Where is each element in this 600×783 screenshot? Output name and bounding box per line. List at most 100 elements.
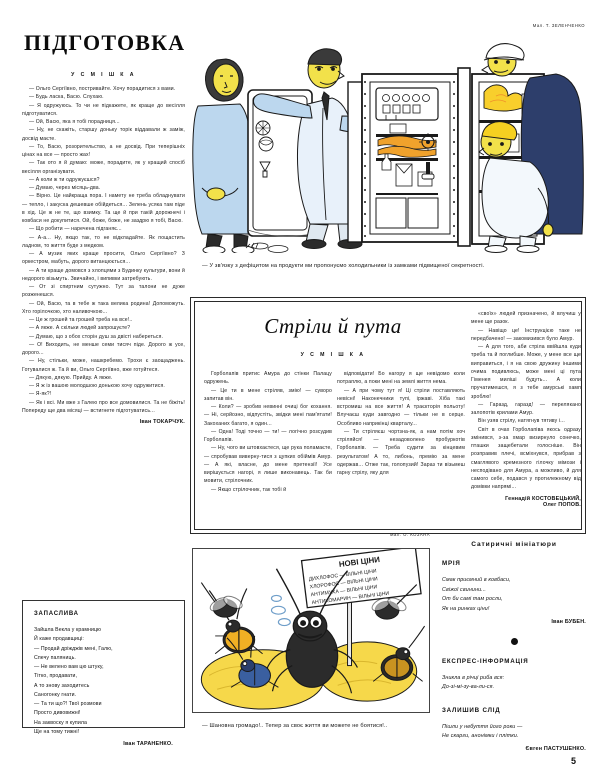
- page-title: ПІДГОТОВКА: [24, 30, 186, 55]
- refrigerator-cartoon-caption: — У зв'язку з дефіцитом на продукти ми п…: [202, 263, 485, 269]
- feature-column-2: відповідати! Бо нагору я ще невідомо кол…: [337, 370, 465, 477]
- poem-line: — Та ти що?! Твої розмови: [34, 701, 102, 707]
- miniature-signature: Іван БУБЕН.: [551, 618, 586, 625]
- miniature-title: ЗАЛИШИВ СЛІД: [442, 706, 501, 714]
- miniature-line: От би самі там росли,: [442, 596, 503, 603]
- paragraph: — Навіщо це! Інструкцією таке не передба…: [471, 327, 581, 342]
- miniatures-section-head: Сатиричні мініатюри: [471, 541, 557, 548]
- miniature-line: Зникла в річці риба вся:: [442, 674, 505, 681]
- paragraph: — Думаю, що з обох сторін душ за двісті …: [29, 333, 164, 340]
- feature-signature: Олег ПОПОВ.: [543, 502, 581, 508]
- poem-line: Саногонку гнати.: [34, 691, 77, 698]
- poem-line: — Продай дріжджів мені, Галю,: [34, 645, 113, 652]
- paragraph: — Ой, Васю, та в тебе ж така велика роди…: [22, 300, 185, 315]
- paragraph: — Ти стріляєш чортзна-як, а нам потім хо…: [337, 428, 465, 476]
- poem-signature: Іван ТАРАНЕНКО.: [123, 741, 173, 747]
- miniature-body: Смак приємний в ковбаси, Свіжої свинини..…: [442, 576, 586, 615]
- paragraph: — А для того, аби стріла ввійшла куди тр…: [471, 344, 581, 400]
- paragraph: — Ой, Васю, яка я тобі порадниця...: [29, 119, 120, 125]
- paragraph: Горболапів притис Амура до стінки Палацу…: [204, 371, 332, 386]
- paragraph: — Я ж із вашою молодшою донькою хочу одр…: [29, 383, 165, 389]
- miniature-line: Не скарги, анонімки і плітки.: [442, 733, 519, 740]
- poem-line: На заквоску я купила: [34, 719, 87, 726]
- refrigerator-cartoon: [190, 38, 586, 253]
- feature-column-1: Горболапів притис Амура до стінки Палацу…: [204, 370, 332, 494]
- miniature-body: Зникла в річці риба вся: До-зі-мі-зу-ва-л…: [442, 674, 586, 693]
- poem-line: Ще на тому тижні!: [34, 728, 80, 735]
- paragraph: — Будь ласка, Васю. Слухаю.: [29, 94, 104, 101]
- feature-title: Стріли й пута: [264, 314, 402, 338]
- section-divider-dot: [510, 637, 518, 645]
- paragraph: — Так ото я й думаю: може, порадите, як …: [22, 160, 185, 175]
- miniatures-list: МРІЯ Смак приємний в ковбаси, Свіжої свини…: [442, 560, 586, 752]
- miniature-item: ЕКСПРЕС-ІНФОРМАЦІЯ Зникла в річці риба вс…: [442, 658, 586, 693]
- miniature-title: ЕКСПРЕС-ІНФОРМАЦІЯ: [442, 657, 529, 665]
- paragraph: «своїх» людей призначено, й влучиш у мен…: [471, 311, 581, 326]
- paragraph: — Я-як?!: [29, 391, 52, 398]
- paragraph: — Думаю, через місяць-два.: [29, 185, 101, 191]
- poem-title: ЗАПАСЛИВА: [34, 611, 79, 617]
- poem-line: Спечу паляниць.: [34, 654, 76, 661]
- miniature-line: До-зі-мі-зу-ва-ли-ся.: [442, 684, 495, 691]
- miniature-line: Свіжої свинини...: [442, 586, 487, 593]
- feature-signature: Геннадій КОСТОВЕЦЬКИЙ,: [505, 496, 581, 502]
- miniature-signature: Євген ПАСТУШЕНКО.: [525, 746, 586, 752]
- miniature-line: Смак приємний в ковбаси,: [442, 577, 511, 583]
- paragraph: — Ну, чого ви штовхаєтеся, ще рука полам…: [204, 445, 332, 485]
- feature-signatures: Геннадій КОСТОВЕЦЬКИЙ,Олег ПОПОВ.: [471, 496, 581, 508]
- paragraph: — А коли ж ти одружуєшся?: [29, 176, 100, 183]
- paragraph: — А музик яких краще просити, Ольго Серг…: [22, 251, 185, 266]
- insects-cartoon-caption: — Шановна громадо!.. Тепер за своє життя…: [202, 723, 388, 729]
- spacer: [442, 693, 586, 707]
- paragraph: — Це ти в мене стріляв, змію! — суворо з…: [204, 387, 332, 402]
- poem-line: — Не велено вам цю штуку,: [34, 664, 104, 670]
- paragraph: Він узяв стрілу, натягнув тятиву і...: [478, 418, 565, 425]
- miniature-item: ЗАЛИШИВ СЛІД Пішли у небуття його роки — Н…: [442, 707, 586, 752]
- feature-column-3: «своїх» людей призначено, й влучиш у мен…: [471, 310, 581, 492]
- paragraph: — Ну, не скажіть, старшу доньку торік ві…: [22, 127, 185, 142]
- left-column-rubric: У С М І Ш К А: [71, 72, 136, 78]
- paragraph: — А при чому тут я! Ці стріли поставляют…: [337, 387, 465, 427]
- paragraph: — Що робити — наречена підганяє...: [29, 226, 122, 233]
- paragraph: — А якже. А скільки людей запрошуєте?: [29, 325, 131, 332]
- paragraph: — Як і всі. Ми вже з Галею про все домов…: [22, 399, 185, 414]
- paragraph: Світ в очах Горболапіва якось одразу змі…: [471, 426, 581, 491]
- poem-line: Просто дивовижні!: [34, 710, 81, 717]
- miniature-line: Як на ринках ціни!: [442, 605, 490, 612]
- feature-rubric: У С М І Ш К А: [300, 352, 366, 358]
- paragraph: — От зі спиртним сутужно. Тут за талони …: [22, 284, 185, 299]
- paragraph: — Дякую, дякую. Прийду. А якже.: [29, 374, 113, 381]
- miniature-item: МРІЯ Смак приємний в ковбаси, Свіжої свини…: [442, 560, 586, 625]
- paragraph: — Гаразд, гаразд! — перелякано залопотів…: [471, 401, 581, 416]
- paragraph: — Я одружуюсь. То чи не підкажете, як кр…: [22, 102, 185, 117]
- page-number: 5: [571, 756, 577, 766]
- paragraph: — Ну, стільки, може, нашкребемо. Трохи є…: [22, 358, 185, 373]
- top-illustration-credit: Мал. Т. ЗЕЛЕНЧЕНКО: [532, 23, 585, 28]
- bottom-illustration-credit: Мал. О. КОЗАНА: [389, 532, 430, 537]
- paragraph: — Одна! Тоді точно — ти! — логічно розсу…: [204, 428, 332, 443]
- insects-price-sign-cartoon: НОВІ ЦІНИ ДИХЛОФОС — ВІЛЬНІ ЦІНИ ХЛОРОФО…: [192, 548, 430, 713]
- miniature-line: Пішли у небуття його роки —: [442, 723, 523, 730]
- paragraph: — Якщо стрілочник, так тобі й: [211, 486, 287, 493]
- poem-line: Тітко, продавати,: [34, 673, 78, 680]
- left-column-signature: Іван ТОКАРЧУК.: [139, 419, 185, 425]
- miniature-title: МРІЯ: [442, 560, 461, 567]
- paragraph: — А-а... Ну, якщо так, то не відкладайте…: [22, 234, 185, 249]
- paragraph: — Коли? — зробив невинні очиці бог кохан…: [204, 404, 332, 427]
- left-column-article: У С М І Ш К А — Ольго Сергіївно, пострив…: [22, 72, 185, 425]
- paragraph: — То, Васю, розорительство, а не досвід.…: [22, 143, 185, 158]
- feature-article-box: Стріли й пута У С М І Ш К А Горболапів п…: [190, 297, 586, 534]
- left-column-body: — Ольго Сергіївно, постривайте. Хочу пор…: [22, 85, 185, 415]
- poem-line: А то знову заходитесь: [34, 682, 90, 689]
- paragraph: — Це ж грошей та грошей треба на все!..: [29, 317, 133, 323]
- poem-line: Й каже продавщиці:: [34, 636, 84, 643]
- paragraph: — Ольго Сергіївно, постривайте. Хочу пор…: [29, 86, 176, 92]
- paragraph: — Вірно. Це найкраща пора. І намету не т…: [22, 193, 185, 224]
- paragraph: — А ти краще домовся з хлопцями з Будинк…: [22, 267, 185, 282]
- satirical-miniatures-section: Сатиричні мініатюри МРІЯ Смак приємний в …: [442, 541, 586, 752]
- paragraph: — О! Виходить, не менше семи тисяч піде.…: [22, 341, 185, 356]
- paragraph: відповідати! Бо нагору я ще невідомо кол…: [337, 371, 465, 386]
